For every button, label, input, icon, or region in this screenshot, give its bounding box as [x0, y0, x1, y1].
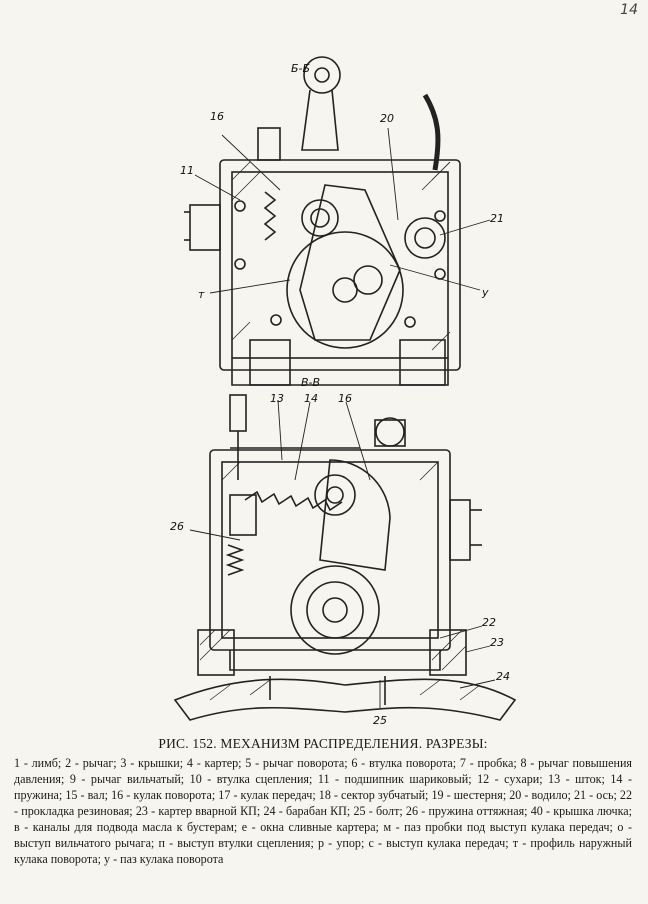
figure-caption: РИС. 152. МЕХАНИЗМ РАСПРЕДЕЛЕНИЯ. РАЗРЕЗ…: [14, 736, 632, 867]
callout-14: 14: [304, 392, 318, 405]
callout-11: 11: [180, 164, 194, 177]
section-label-bottom: В-В: [301, 376, 320, 389]
callout-24: 24: [496, 670, 510, 683]
callout-22: 22: [482, 616, 496, 629]
callout-16-bottom: 16: [338, 392, 352, 405]
callout-21: 21: [490, 212, 504, 225]
callout-16-top: 16: [210, 110, 224, 123]
caption-legend: 1 - лимб; 2 - рычаг; 3 - крышки; 4 - кар…: [14, 756, 632, 866]
technical-drawing-svg: Б-Б 16 20 11 21 т у В-В 13 14 16 26 22 2…: [170, 56, 517, 727]
callout-13: 13: [270, 392, 284, 405]
callout-26: 26: [170, 520, 184, 533]
callout-25: 25: [373, 714, 387, 727]
callout-23: 23: [490, 636, 504, 649]
callout-20: 20: [380, 112, 394, 125]
callout-u: у: [481, 286, 489, 299]
caption-title: РИС. 152. МЕХАНИЗМ РАСПРЕДЕЛЕНИЯ. РАЗРЕЗ…: [158, 736, 488, 751]
section-label-top: Б-Б: [291, 62, 310, 75]
mechanism-drawing: Б-Б 16 20 11 21 т у В-В 13 14 16 26 22 2…: [170, 40, 530, 730]
page-number: 14: [620, 2, 638, 18]
callout-t: т: [198, 288, 205, 301]
